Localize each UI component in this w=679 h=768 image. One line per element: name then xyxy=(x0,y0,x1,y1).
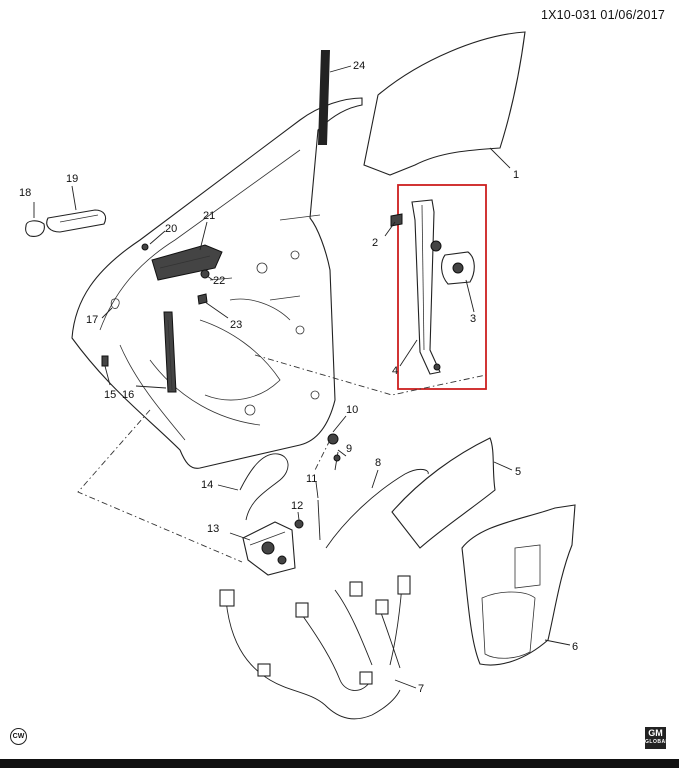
latch-rod xyxy=(163,311,177,393)
latch-rod-11 xyxy=(317,499,321,541)
callout-2: 2 xyxy=(372,237,378,249)
callout-23: 23 xyxy=(230,319,242,331)
clip-17 xyxy=(110,298,120,309)
sound-insulator xyxy=(461,504,576,666)
callout-18: 18 xyxy=(19,187,31,199)
callout-10: 10 xyxy=(346,404,358,416)
door-latch xyxy=(242,521,296,576)
callout-19: 19 xyxy=(66,173,78,185)
cw-mark: CW xyxy=(10,728,27,745)
callout-7: 7 xyxy=(418,683,424,695)
callout-21: 21 xyxy=(203,210,215,222)
inside-handle-bracket xyxy=(151,244,223,281)
bolt-23 xyxy=(197,293,208,305)
callout-6: 6 xyxy=(572,641,578,653)
window-channel-seal xyxy=(318,50,330,145)
callout-14: 14 xyxy=(201,479,213,491)
gm-logo: GM GLOBAL xyxy=(645,727,670,749)
latch-rod-9 xyxy=(333,451,341,471)
diagram-code: 1X10-031 01/06/2017 xyxy=(540,8,665,22)
bolt-20 xyxy=(141,243,149,251)
leader-lines xyxy=(33,65,571,689)
door-inner-panel xyxy=(71,97,363,469)
callout-5: 5 xyxy=(515,466,521,478)
callout-13: 13 xyxy=(207,523,219,535)
callout-22: 22 xyxy=(213,275,225,287)
regulator-motor xyxy=(441,251,475,285)
callout-16: 16 xyxy=(122,389,134,401)
callout-20: 20 xyxy=(165,223,177,235)
reference-lines xyxy=(77,354,487,563)
regulator-bolt xyxy=(390,213,403,227)
callout-12: 12 xyxy=(291,500,303,512)
window-regulator xyxy=(411,199,442,375)
callout-11: 11 xyxy=(306,473,317,485)
gm-logo-bottom: GLOBAL xyxy=(645,739,670,745)
outside-handle xyxy=(46,209,107,233)
latch-cable-8 xyxy=(325,468,429,549)
latch-cable-14 xyxy=(239,453,289,521)
callout-9: 9 xyxy=(346,443,352,455)
wiring-harness xyxy=(219,575,411,720)
clip-15 xyxy=(101,355,109,367)
water-deflector xyxy=(391,437,496,549)
callout-15: 15 xyxy=(104,389,116,401)
handle-end-cap xyxy=(25,220,45,237)
bottom-bar xyxy=(0,759,679,768)
callout-labels: 1 2 3 4 5 6 7 8 9 10 11 12 13 14 15 16 1… xyxy=(19,60,578,695)
callout-17: 17 xyxy=(86,314,98,326)
grommet-10 xyxy=(327,433,339,445)
callout-3: 3 xyxy=(470,313,476,325)
callout-24: 24 xyxy=(353,60,365,72)
regulator-highlight-box xyxy=(397,184,487,390)
gm-logo-top: GM xyxy=(648,728,663,738)
callout-1: 1 xyxy=(513,169,519,181)
door-window-glass xyxy=(363,31,526,176)
part-12 xyxy=(294,519,304,529)
callout-4: 4 xyxy=(392,365,398,377)
callout-8: 8 xyxy=(375,457,381,469)
